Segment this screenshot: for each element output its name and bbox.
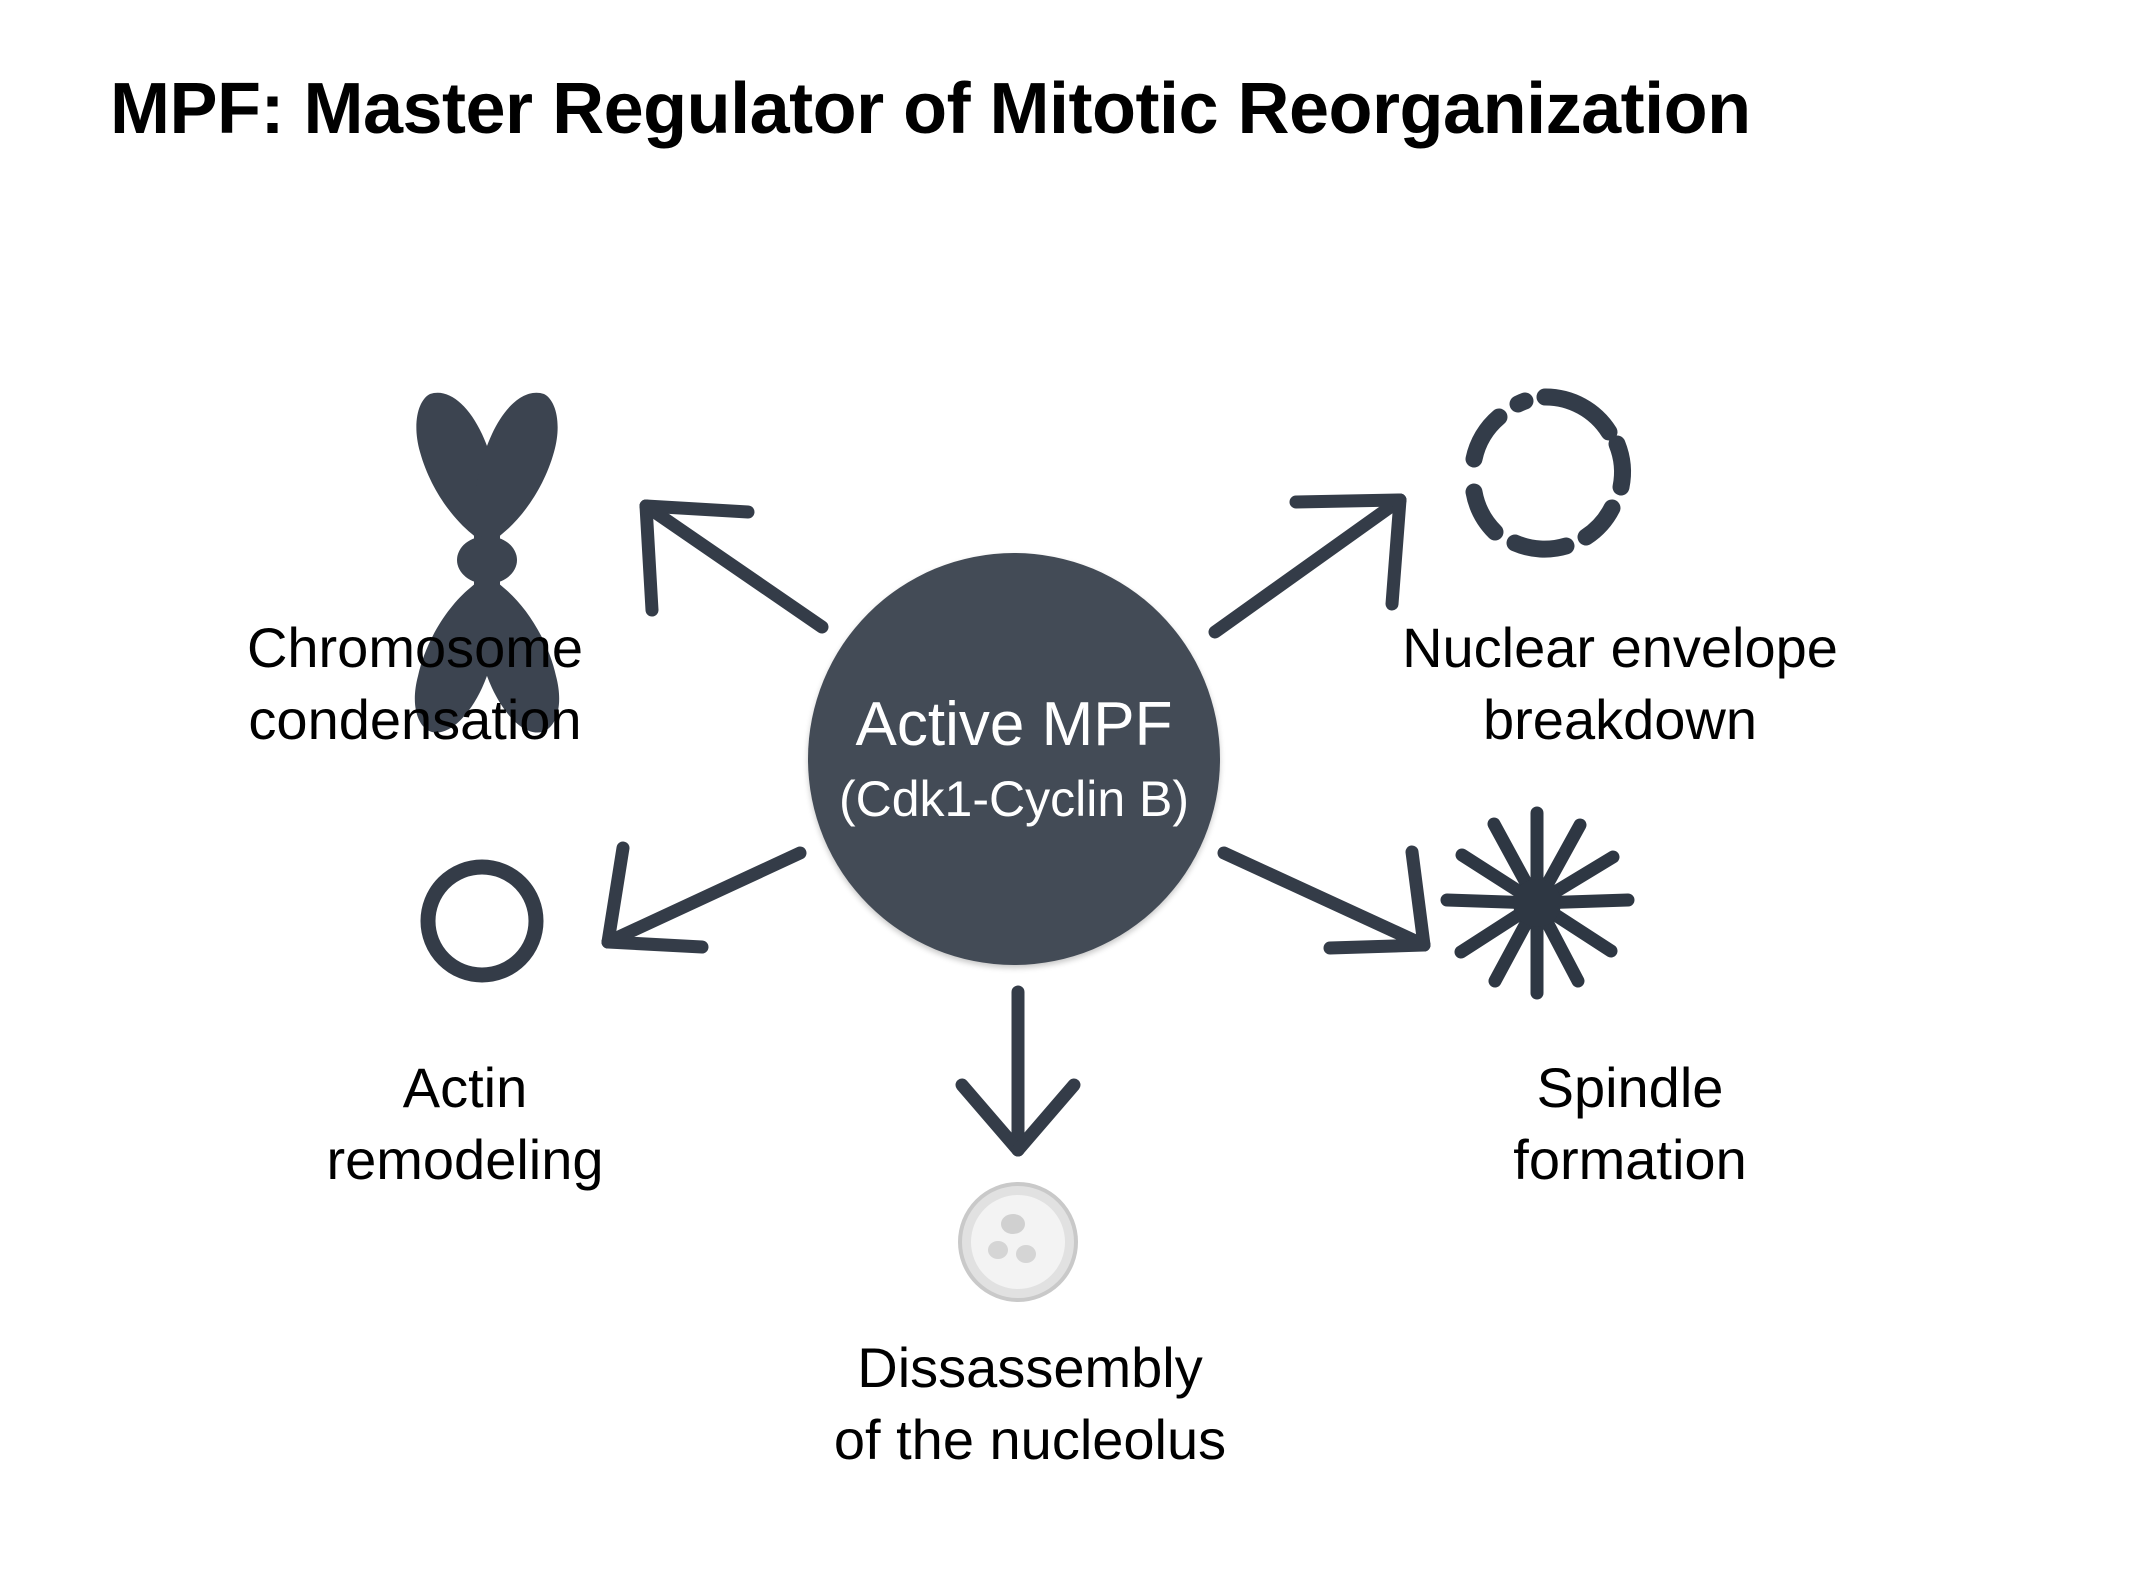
hub-subtitle: (Cdk1-Cyclin B) [838,771,1190,827]
arrow-to-nucleolus [955,985,1081,1157]
arrow-to-spindle [1217,845,1431,955]
actin-ring-icon [420,859,544,983]
hub-title: Active MPF [855,690,1173,759]
arrow-to-chromosome [639,499,829,634]
outcome-label-actin-remodeling: Actin remodeling [326,1056,604,1191]
dashed-nuclear-envelope-icon [1465,388,1631,558]
outcome-label-chromosome-condensation: Chromosome condensation [246,616,584,751]
nucleolus-icon [958,1182,1078,1302]
arrow-to-nuclear-envelope [1208,493,1407,639]
arrow-to-actin [601,841,807,954]
active-mpf-node[interactable]: Active MPF (Cdk1-Cyclin B) [808,553,1220,965]
chromosome-icon [414,392,560,733]
outcome-label-nuclear-envelope-breakdown: Nuclear envelope breakdown [1402,616,1838,751]
page-title: MPF: Master Regulator of Mitotic Reorgan… [110,69,1751,149]
spindle-aster-icon [1440,806,1635,1000]
outcome-label-spindle-formation: Spindle formation [1513,1056,1747,1191]
outcome-label-nucleolus-disassembly: Dissassembly of the nucleolus [833,1336,1227,1471]
